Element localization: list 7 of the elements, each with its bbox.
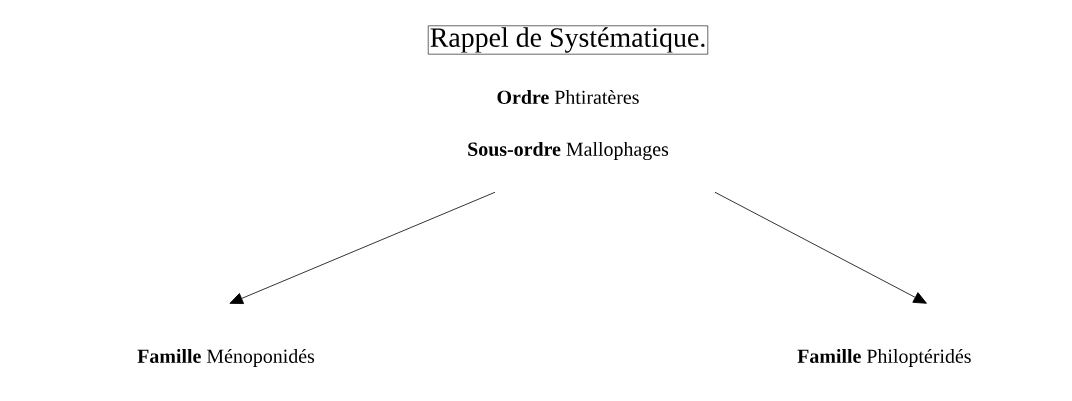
taxon-label: Famille Philoptéridés [797,348,971,368]
taxon-label: Ordre Phtiratères [497,89,639,104]
title-box: Rappel de Systématique. [427,25,709,55]
taxon-label: Famille Ménoponidés [137,348,315,368]
arrow [714,191,927,304]
arrow [229,191,496,304]
taxon-label: Sous-ordre Mallophages [468,141,669,161]
